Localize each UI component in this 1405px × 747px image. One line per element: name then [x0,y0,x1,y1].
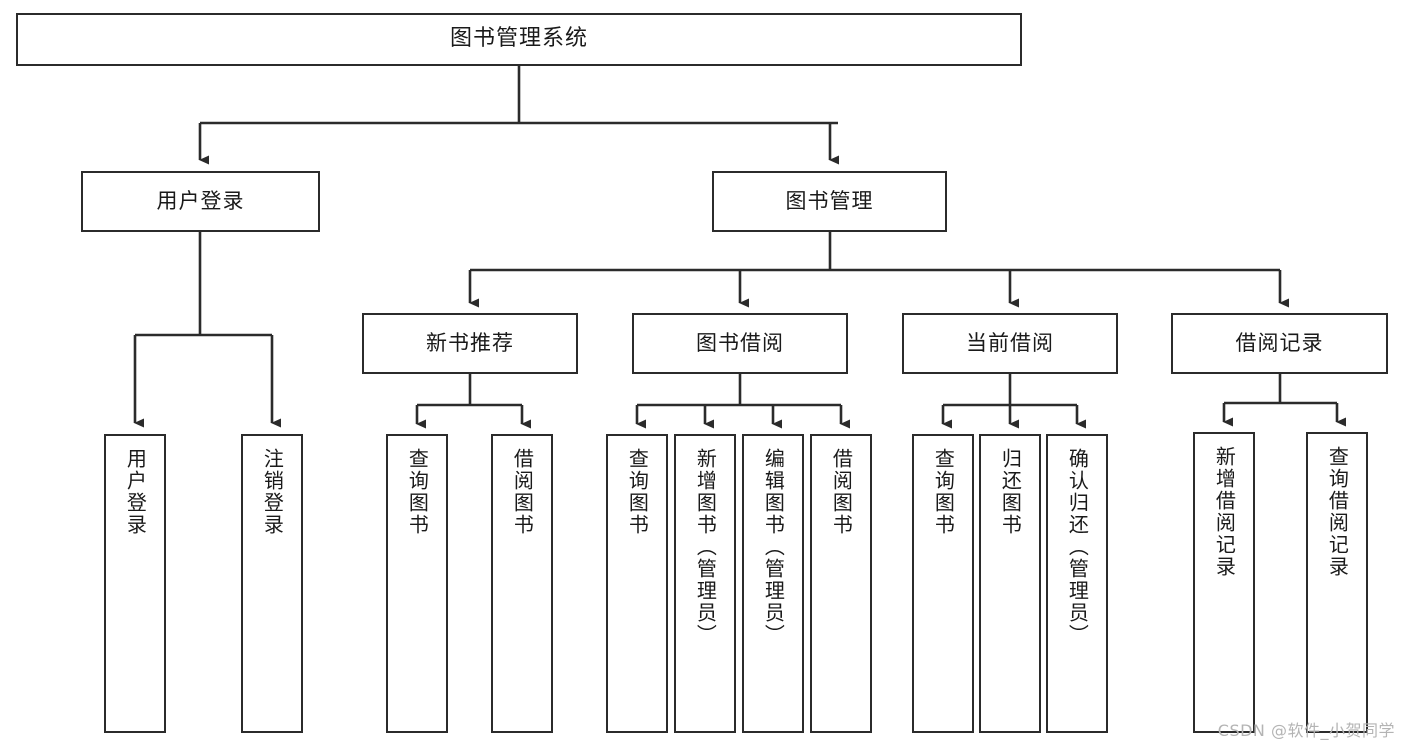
node-leaf-user-login[interactable]: 用户登录 [104,434,166,733]
node-borrow-record[interactable]: 借阅记录 [1171,313,1388,374]
node-book-manage[interactable]: 图书管理 [712,171,947,232]
node-current-borrow[interactable]: 当前借阅 [902,313,1118,374]
node-new-book-rec-label: 新书推荐 [426,330,514,355]
node-leaf-logout[interactable]: 注销登录 [241,434,303,733]
node-leaf-query-book-c[interactable]: 查询图书 [912,434,974,733]
node-user-login[interactable]: 用户登录 [81,171,320,232]
node-leaf-return-book-label: 归还图书 [998,448,1023,536]
node-leaf-edit-book[interactable]: 编辑图书（管理员） [742,434,804,733]
node-root[interactable]: 图书管理系统 [16,13,1022,66]
node-leaf-user-login-label: 用户登录 [123,448,148,536]
node-leaf-confirm-return[interactable]: 确认归还（管理员） [1046,434,1108,733]
watermark: CSDN @软件_小贺同学 [1217,721,1395,740]
node-root-label: 图书管理系统 [449,26,588,52]
node-leaf-query-book-a[interactable]: 查询图书 [386,434,448,733]
node-book-borrow[interactable]: 图书借阅 [632,313,848,374]
node-leaf-borrow-book-a[interactable]: 借阅图书 [491,434,553,733]
node-leaf-edit-book-label: 编辑图书（管理员） [761,448,786,646]
node-current-borrow-label: 当前借阅 [966,330,1054,355]
node-borrow-record-label: 借阅记录 [1235,330,1324,355]
node-leaf-add-record[interactable]: 新增借阅记录 [1193,432,1255,733]
node-leaf-query-book-b[interactable]: 查询图书 [606,434,668,733]
node-leaf-query-record-label: 查询借阅记录 [1325,446,1350,578]
node-leaf-query-book-c-label: 查询图书 [931,448,956,536]
node-user-login-label: 用户登录 [156,188,245,213]
node-leaf-borrow-book-b[interactable]: 借阅图书 [810,434,872,733]
node-leaf-add-record-label: 新增借阅记录 [1212,446,1237,578]
node-leaf-query-book-a-label: 查询图书 [405,448,430,536]
node-leaf-query-book-b-label: 查询图书 [625,448,650,536]
node-leaf-query-record[interactable]: 查询借阅记录 [1306,432,1368,733]
node-leaf-confirm-return-label: 确认归还（管理员） [1065,448,1090,646]
node-leaf-borrow-book-a-label: 借阅图书 [510,448,535,536]
node-book-manage-label: 图书管理 [785,188,874,213]
node-leaf-logout-label: 注销登录 [260,448,285,536]
node-leaf-add-book-label: 新增图书（管理员） [693,448,718,646]
node-book-borrow-label: 图书借阅 [696,330,784,355]
node-leaf-borrow-book-b-label: 借阅图书 [829,448,854,536]
node-new-book-rec[interactable]: 新书推荐 [362,313,578,374]
node-leaf-return-book[interactable]: 归还图书 [979,434,1041,733]
node-leaf-add-book[interactable]: 新增图书（管理员） [674,434,736,733]
